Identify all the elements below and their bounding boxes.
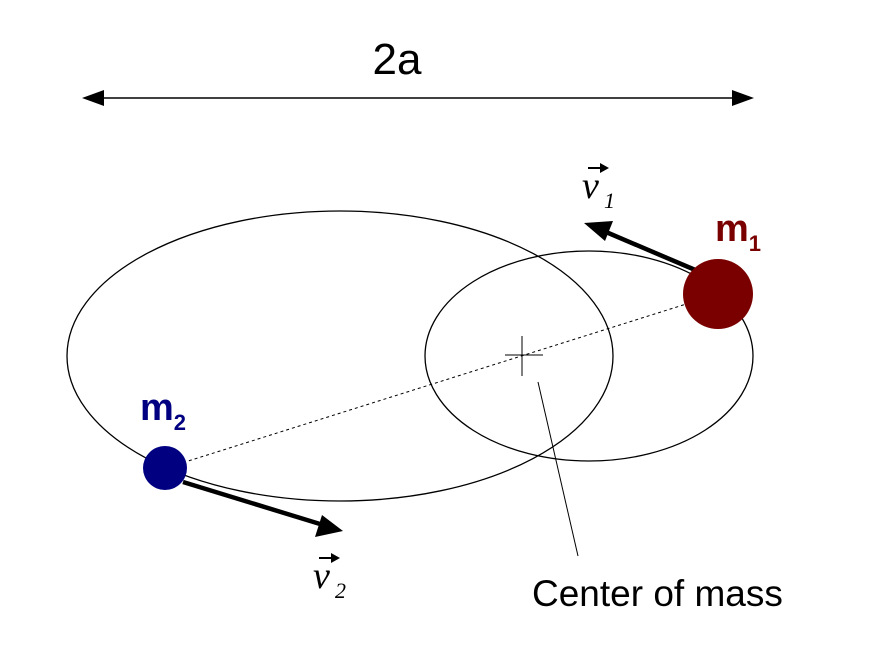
v1-arrow-shaft <box>605 229 701 275</box>
mass-m2 <box>143 446 187 490</box>
v1-arrowhead <box>584 221 613 241</box>
mass-m1 <box>683 259 753 329</box>
center-of-mass-marker: Center of mass <box>505 336 783 614</box>
mass-m1-label: m1 <box>715 208 761 256</box>
velocity-label-v1: v 1 <box>582 163 615 213</box>
v2-vector-bar-head <box>331 553 340 563</box>
dimension-arrow-left <box>82 90 104 106</box>
dimension-arrow-right <box>732 90 754 106</box>
orbit-m2 <box>66 210 614 502</box>
mass-m2-label: m2 <box>140 387 186 435</box>
velocity-label-v2: v 2 <box>313 553 346 603</box>
orbit-m1 <box>424 250 754 462</box>
v1-vector-bar-head <box>600 163 609 173</box>
v2-arrowhead <box>315 515 343 537</box>
v1-symbol: v <box>582 165 599 207</box>
mass-m1-subscript: 1 <box>749 231 761 256</box>
orbits <box>66 210 754 502</box>
center-of-mass-label: Center of mass <box>532 573 783 614</box>
com-pointer-line <box>537 381 579 557</box>
v2-subscript: 2 <box>335 578 346 603</box>
v1-subscript: 1 <box>604 188 615 213</box>
v2-arrow-shaft <box>182 479 321 527</box>
velocity-vector-v1 <box>584 221 701 275</box>
connecting-line <box>165 293 719 469</box>
v2-symbol: v <box>313 555 330 597</box>
dimension-2a: 2a <box>82 35 754 106</box>
velocity-vector-v2 <box>182 479 343 537</box>
dimension-label: 2a <box>373 35 422 84</box>
mass-m2-subscript: 2 <box>174 410 186 435</box>
